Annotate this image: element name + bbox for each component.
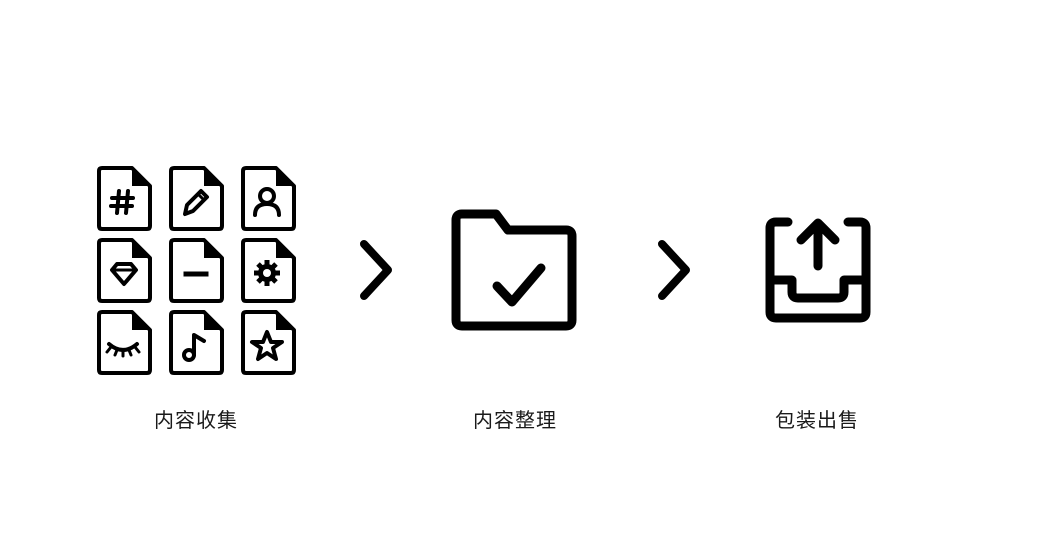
- document-grid-icon: [97, 166, 296, 375]
- step-label-organize: 内容整理: [473, 408, 557, 432]
- star-document-icon: [241, 310, 296, 375]
- user-document-icon: [241, 166, 296, 231]
- step-label-package-sell: 包装出售: [775, 408, 859, 432]
- closed-eye-document-icon: [97, 310, 152, 375]
- minus-document-icon: [169, 238, 224, 303]
- step-label-collect: 内容收集: [154, 408, 238, 432]
- chevron-right-icon: [658, 240, 690, 300]
- music-note-document-icon: [169, 310, 224, 375]
- hashtag-document-icon: [97, 166, 152, 231]
- pencil-document-icon: [169, 166, 224, 231]
- gear-document-icon: [241, 238, 296, 303]
- tray-upload-icon: [765, 217, 871, 323]
- diamond-document-icon: [97, 238, 152, 303]
- folder-check-icon: [451, 209, 577, 331]
- chevron-right-icon: [360, 240, 392, 300]
